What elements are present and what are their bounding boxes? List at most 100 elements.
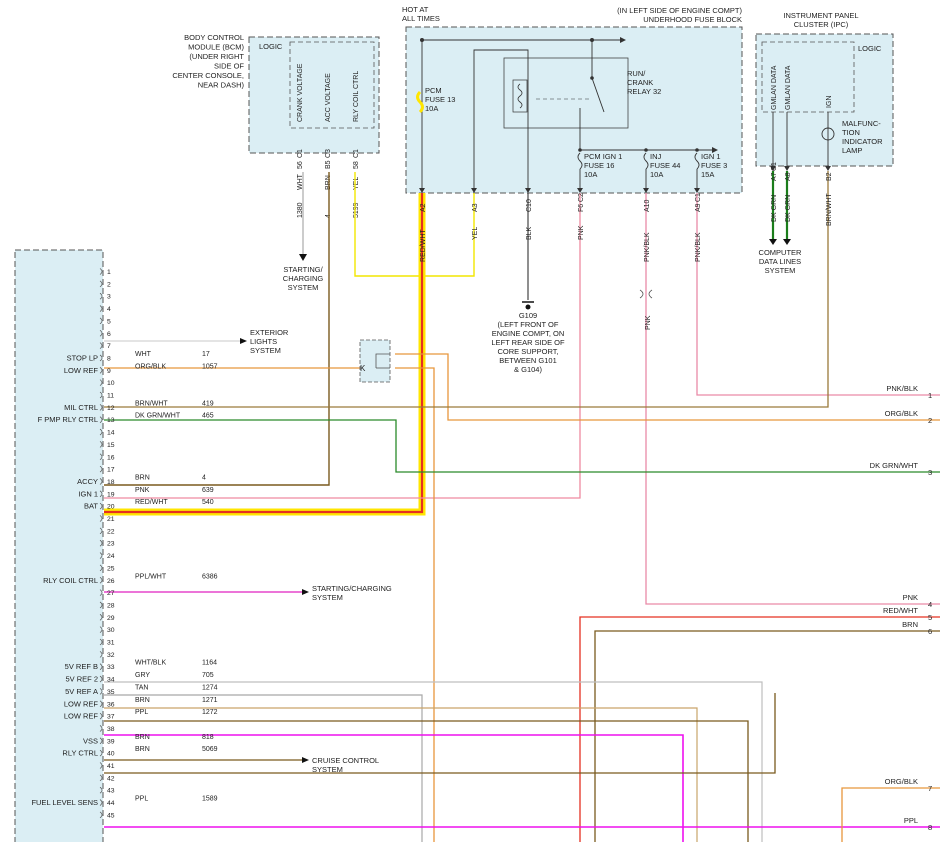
wire-pnk-blk-a10 xyxy=(645,193,940,605)
starting-charging-26-dest-line: STARTING/CHARGING xyxy=(312,584,392,593)
pcm-pin-number: 31 xyxy=(107,640,115,647)
pcm-pin-number: 26 xyxy=(107,578,115,585)
fuse-block-title-line: UNDERHOOD FUSE BLOCK xyxy=(643,15,742,24)
wires xyxy=(104,37,940,842)
bcm-circuit: 1380 xyxy=(297,202,304,218)
right-edge-color: ORG/BLK xyxy=(885,777,918,786)
pin-bracket xyxy=(99,700,103,708)
pcm-pin-number: 2 xyxy=(107,281,111,288)
pin-arrow xyxy=(419,188,425,193)
pin-bracket xyxy=(99,453,103,461)
right-edge-number: 3 xyxy=(928,468,932,477)
pin-bracket xyxy=(99,502,103,510)
pcm-pin-number: 27 xyxy=(107,590,115,597)
pin-bracket xyxy=(99,515,103,522)
starting-charging-dest-line: CHARGING xyxy=(283,274,324,283)
pcm-pin-number: 19 xyxy=(107,491,115,498)
right-edge-color: PNK/BLK xyxy=(886,384,918,393)
pin-bracket xyxy=(99,737,103,745)
pin-bracket xyxy=(99,799,103,806)
pcm-pin-number: 33 xyxy=(107,664,115,671)
pin-bracket xyxy=(99,539,103,547)
pcm-wire-color: PPL xyxy=(135,796,148,803)
pcm-wire-color: DK GRN/WHT xyxy=(135,413,181,420)
ipc-pin-function: IGN xyxy=(826,96,833,108)
ipc-wire-color: DK GRN xyxy=(785,195,792,222)
pcm-pin-label: RLY COIL CTRL xyxy=(43,576,98,585)
pcm-pin-number: 35 xyxy=(107,689,115,696)
bcm-title-line: CENTER CONSOLE, xyxy=(172,71,244,80)
fuse-label-line: FUSE 16 xyxy=(584,161,614,170)
relay-coil xyxy=(512,79,528,113)
pin-arrow xyxy=(471,188,477,193)
ipc-wire-color: DK GRN xyxy=(771,195,778,222)
bcm-conn: C1 xyxy=(297,149,304,158)
wire-brn-rly-ctrl xyxy=(104,693,776,774)
pcm-pin-number: 40 xyxy=(107,751,115,758)
wire-org-blk-down xyxy=(395,367,435,842)
wire-org-blk-right2 xyxy=(395,353,940,421)
relay-32-label-line: RELAY 32 xyxy=(627,87,661,96)
pcm-fuse-13-label-line: FUSE 13 xyxy=(425,95,455,104)
pcm-circuit-number: 1589 xyxy=(202,796,218,803)
pin-arrow xyxy=(784,166,790,171)
fuse-label-line: PCM IGN 1 xyxy=(584,152,622,161)
pcm-circuit-number: 6386 xyxy=(202,573,218,580)
right-edge-number: 7 xyxy=(928,784,932,793)
bcm-pin-function: ACC VOLTAGE xyxy=(325,73,332,122)
fuse-conn: C2 xyxy=(578,193,585,202)
pin-bracket xyxy=(99,614,103,621)
ipc-pin-function: GMLAN DATA xyxy=(771,65,778,110)
pcm-pin-label: VSS xyxy=(83,736,98,745)
pcm-pin-number: 18 xyxy=(107,479,115,486)
wire-dk-grn-wht-fpmp xyxy=(104,419,940,473)
mil-label-line: MALFUNC- xyxy=(842,119,881,128)
fuse-label-line: 10A xyxy=(584,170,597,179)
pcm-pin-number: 3 xyxy=(107,294,111,301)
pcm-pin-number: 10 xyxy=(107,380,115,387)
data-lines-dest-line: SYSTEM xyxy=(765,266,796,275)
pcm-pin-label: LOW REF xyxy=(64,366,99,375)
pin-bracket xyxy=(99,651,103,658)
ipc-pin-function: GMLAN DATA xyxy=(785,65,792,110)
pcm-circuit-number: 540 xyxy=(202,499,214,506)
fuse-wire-color: RED/WHT xyxy=(420,229,427,262)
arrow-cruise xyxy=(302,757,309,763)
pcm-wire-color: TAN xyxy=(135,684,148,691)
pcm-wire-color: BRN xyxy=(135,734,150,741)
pcm-pin-number: 30 xyxy=(107,627,115,634)
connector-k-box xyxy=(359,339,391,383)
fuse-label-line: IGN 1 xyxy=(701,152,721,161)
fuse-icon xyxy=(694,152,700,170)
data-lines-dest-line: COMPUTER xyxy=(759,248,803,257)
pcm-pin-label: RLY CTRL xyxy=(62,749,98,758)
pin-bracket xyxy=(99,428,103,436)
fuse-icon xyxy=(643,152,649,170)
bcm-pin: B5 xyxy=(325,160,332,169)
pcm-pin-number: 11 xyxy=(107,393,114,400)
arrow-data-lines xyxy=(783,239,791,245)
wire-brn-right6 xyxy=(594,630,940,842)
fuse-node xyxy=(644,148,648,152)
bcm-wire-color: WHT xyxy=(297,173,304,190)
exterior-lights-dest-line: SYSTEM xyxy=(250,346,281,355)
fuse-wire-color: PNK/BLK xyxy=(644,232,651,262)
fuse-pin: A3 xyxy=(472,203,479,212)
fuse-block-title-line: (IN LEFT SIDE OF ENGINE COMPT) xyxy=(617,6,742,15)
pin-bracket xyxy=(99,465,103,473)
wire-red-wht-bat xyxy=(104,193,424,514)
pin-bracket xyxy=(99,626,103,633)
right-edge-color: PNK xyxy=(903,593,918,602)
fuse-pin: A2 xyxy=(420,203,427,212)
pin-bracket xyxy=(99,478,103,485)
pcm-pin-number: 37 xyxy=(107,714,115,721)
fuse-label-line: FUSE 44 xyxy=(650,161,680,170)
hot-at-all-times-line: HOT AT xyxy=(402,5,429,14)
pcm-pin-number: 22 xyxy=(107,528,115,535)
pcm-wire-color: PPL/WHT xyxy=(135,573,167,580)
fuse-wire-color: PNK/BLK xyxy=(695,232,702,262)
